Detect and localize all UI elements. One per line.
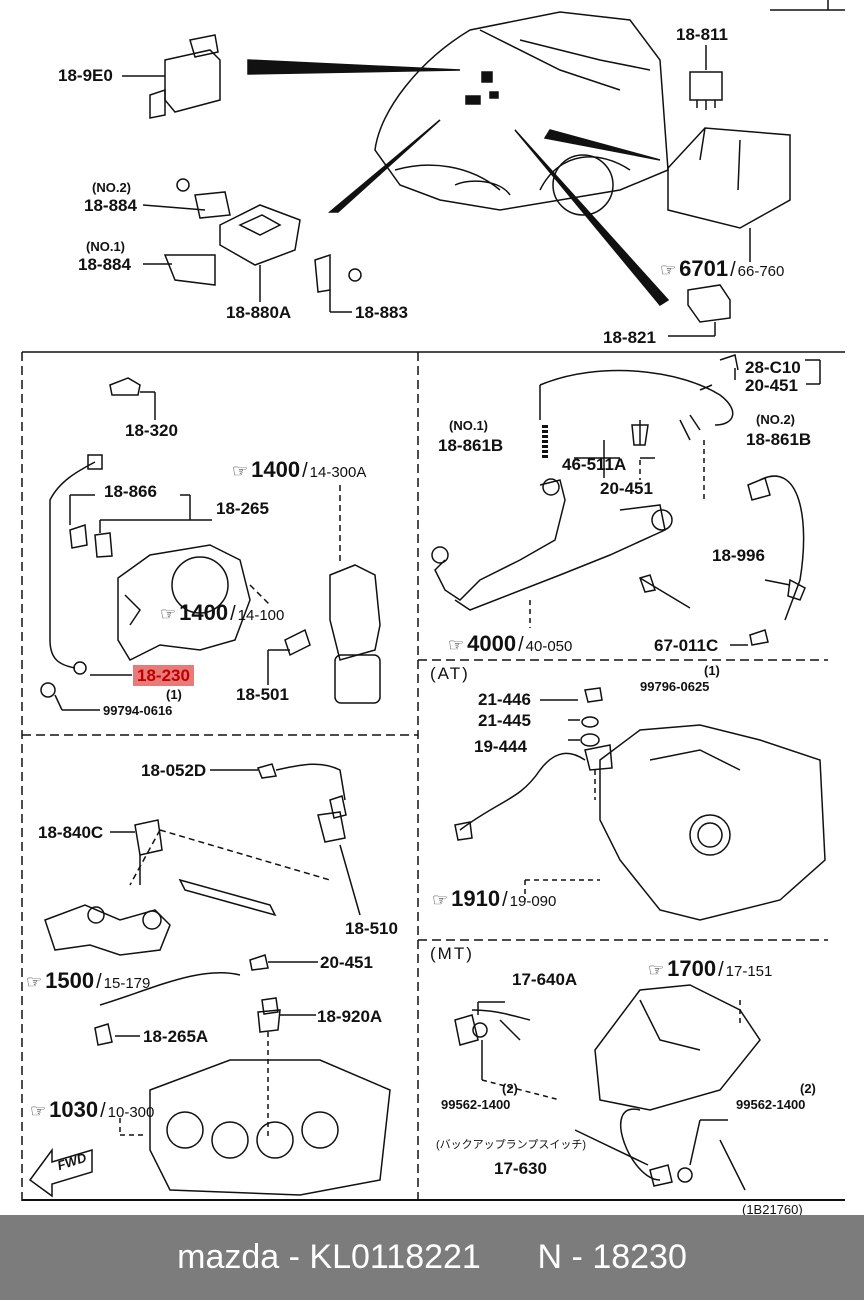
part-label-67-011C: 67-011C (654, 636, 719, 655)
part-label-99794-0616: 99794-0616 (103, 703, 173, 718)
ref-1400-14-300A[interactable]: ☞1400/14-300A (232, 457, 367, 482)
part-label-18-052D: 18-052D (141, 761, 207, 780)
part-qualifier-no1: (NO.1) (86, 239, 125, 254)
part-label-18-320: 18-320 (125, 421, 178, 440)
part-label-18-265A: 18-265A (143, 1027, 209, 1046)
part-label-18-811: 18-811 (676, 25, 728, 44)
part-label-18-230-highlighted[interactable]: 18-230 (133, 665, 194, 686)
part-label-18-861B-no2: 18-861B (746, 430, 812, 449)
pointing-hand-icon: ☞ (232, 461, 249, 481)
part-label-18-880A: 18-880A (226, 303, 292, 322)
part-label-18-265: 18-265 (216, 499, 269, 518)
ref-1030[interactable]: ☞1030/10-300 (30, 1097, 155, 1122)
diagram-code: (1B21760) (742, 1202, 803, 1217)
footer-bar: mazda - KL0118221 N - 18230 (0, 1215, 864, 1300)
footer-n-value: 18230 (592, 1238, 687, 1276)
part-label-18-510: 18-510 (345, 919, 398, 938)
part-label-18-883: 18-883 (355, 303, 408, 322)
part-label-21-446: 21-446 (478, 690, 531, 709)
part-label-18-9E0: 18-9E0 (58, 66, 113, 85)
part-label-20-451-top: 20-451 (745, 376, 798, 395)
part-label-18-861B-no1: 18-861B (438, 436, 504, 455)
part-label-18-501: 18-501 (236, 685, 289, 704)
part-label-46-511A: 46-511A (562, 455, 627, 474)
pointing-hand-icon: ☞ (26, 972, 43, 992)
part-label-18-884-no1: 18-884 (78, 255, 131, 274)
part-label-99562-1400-left: 99562-1400 (441, 1097, 511, 1112)
section-label-mt: (MT) (430, 944, 474, 963)
part-qty-99794: (1) (166, 687, 182, 702)
pointing-hand-icon: ☞ (160, 604, 177, 624)
part-label-18-996: 18-996 (712, 546, 765, 565)
parts-diagram: 18-9E0 18-811 (NO.2) 18-884 (NO.1) 18-88… (21, 0, 845, 1217)
part-label-18-884-no2: 18-884 (84, 196, 137, 215)
part-label-99796-0625: 99796-0625 (640, 679, 710, 694)
part-qty-99562-left: (2) (502, 1081, 518, 1096)
part-label-20-451-bottom: 20-451 (320, 953, 373, 972)
part-qualifier-no2-o2: (NO.2) (756, 412, 795, 427)
ref-1500[interactable]: ☞1500/15-179 (26, 968, 151, 993)
part-label-99562-1400-right: 99562-1400 (736, 1097, 806, 1112)
part-qty-99796: (1) (704, 663, 720, 678)
backup-lamp-switch-note: (バックアップランプスイッチ) (436, 1139, 586, 1151)
ref-1400-14-100[interactable]: ☞1400/14-100 (160, 600, 285, 625)
diagram-drawing (21, 0, 845, 1202)
part-label-18-840C: 18-840C (38, 823, 104, 842)
ref-6701[interactable]: ☞6701/66-760 (660, 256, 785, 281)
ref-1910[interactable]: ☞1910/19-090 (432, 886, 557, 911)
footer-part-number: KL0118221 (309, 1238, 481, 1276)
pointing-hand-icon: ☞ (448, 635, 465, 655)
part-label-17-630: 17-630 (494, 1159, 547, 1178)
part-label-20-451-mid: 20-451 (600, 479, 653, 498)
part-label-28-C10: 28-C10 (745, 358, 801, 377)
pointing-hand-icon: ☞ (432, 890, 449, 910)
pointing-hand-icon: ☞ (648, 960, 665, 980)
part-label-18-821: 18-821 (603, 328, 656, 347)
pointing-hand-icon: ☞ (30, 1101, 47, 1121)
section-label-at: (AT) (430, 664, 470, 683)
part-qualifier-no2: (NO.2) (92, 180, 131, 195)
part-qualifier-no1-o2: (NO.1) (449, 418, 488, 433)
part-label-18-920A: 18-920A (317, 1007, 383, 1026)
ref-4000[interactable]: ☞4000/40-050 (448, 631, 573, 656)
ref-1700[interactable]: ☞1700/17-151 (648, 956, 773, 981)
pointing-hand-icon: ☞ (660, 260, 677, 280)
footer-brand: mazda (177, 1238, 280, 1276)
part-label-18-866: 18-866 (104, 482, 157, 501)
footer-n-label: N (537, 1238, 563, 1276)
part-label-17-640A: 17-640A (512, 970, 578, 989)
part-label-21-445: 21-445 (478, 711, 531, 730)
part-label-19-444: 19-444 (474, 737, 527, 756)
part-qty-99562-right: (2) (800, 1081, 816, 1096)
